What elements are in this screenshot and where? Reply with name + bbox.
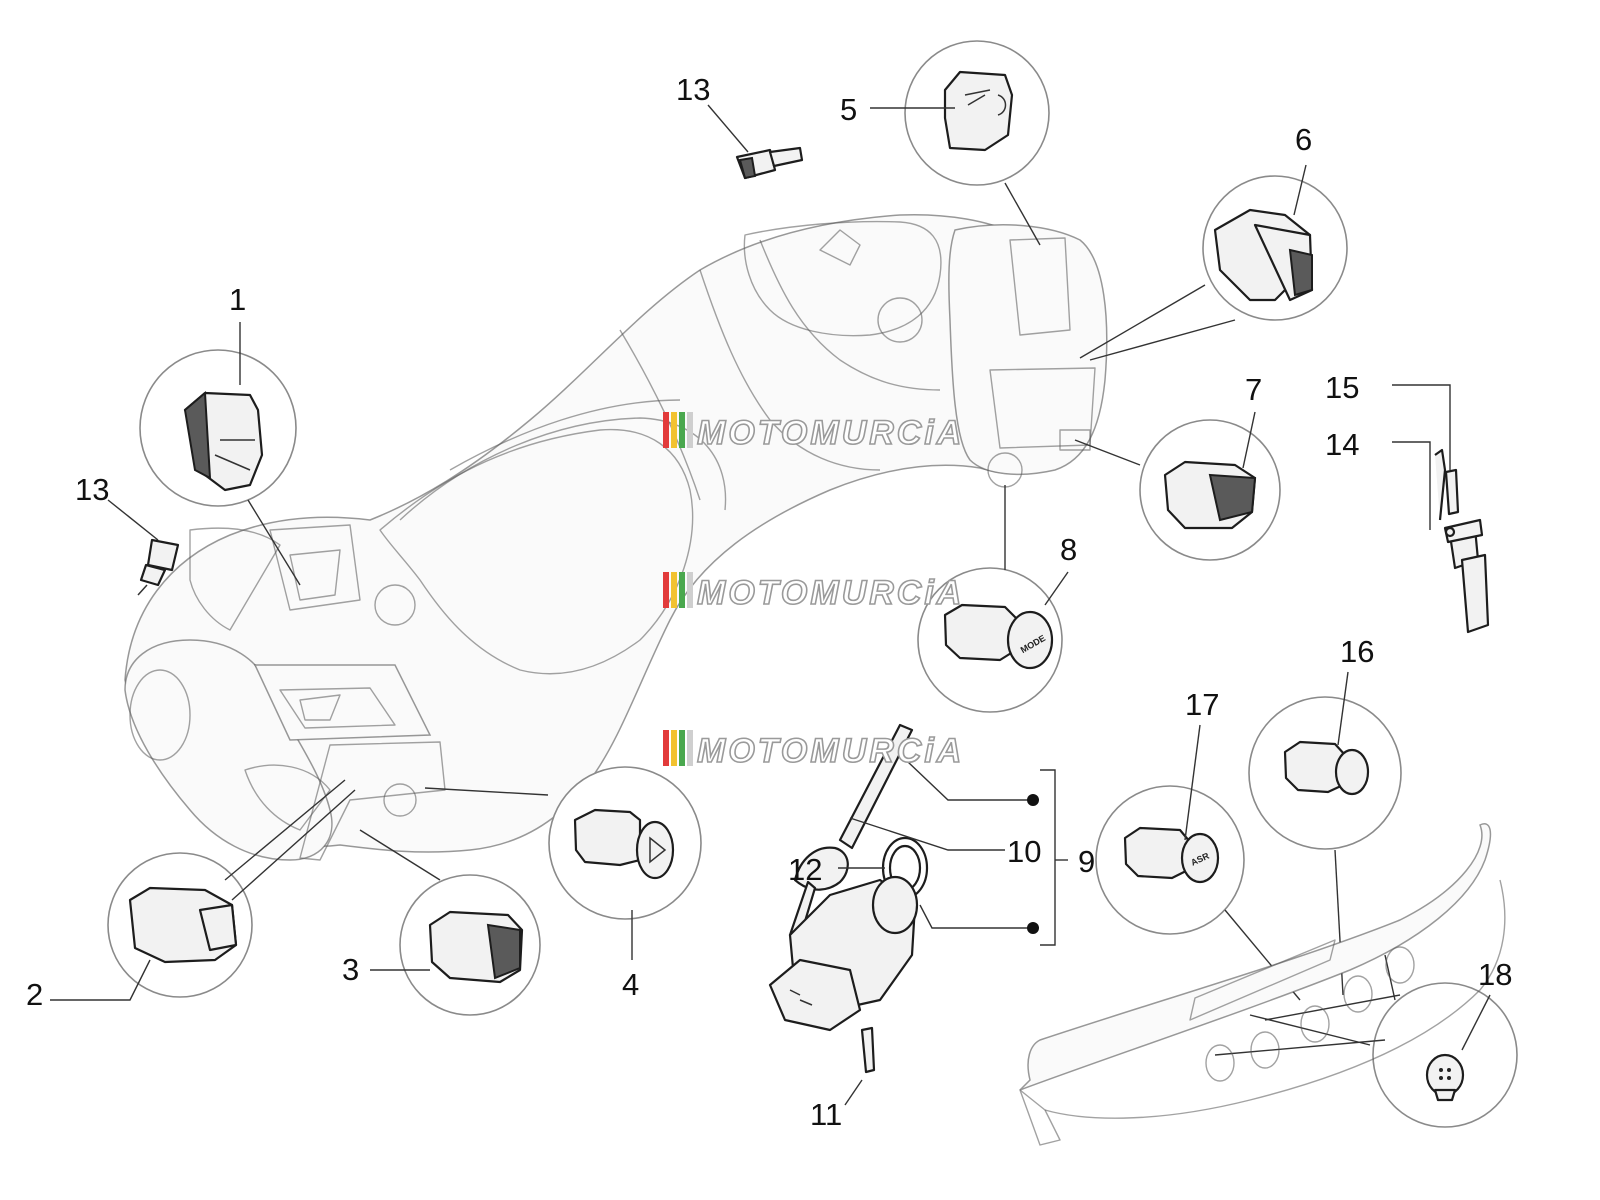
watermark-1: MOTOMURCiA — [663, 412, 964, 453]
detail-circle-2 — [107, 779, 356, 998]
detail-circle-6 — [1079, 175, 1348, 361]
ignition-lock-9 — [768, 723, 1068, 1106]
detail-circle-8: MODE — [917, 485, 1063, 713]
callout-labels: 1 2 3 4 5 6 7 8 9 10 11 12 13 13 14 15 1… — [26, 72, 1512, 1132]
watermark-stripe-green — [679, 412, 685, 448]
watermark-stripe-yellow — [671, 730, 677, 766]
callout-4: 4 — [622, 967, 639, 1002]
callout-9: 9 — [1078, 844, 1095, 879]
callout-15: 15 — [1325, 370, 1359, 405]
callout-12: 12 — [788, 852, 822, 887]
callout-11: 11 — [810, 1097, 842, 1132]
watermark-stripe-green — [679, 572, 685, 608]
callout-13b: 13 — [75, 472, 109, 507]
watermark-stripe-red — [663, 730, 669, 766]
detail-circle-4 — [424, 766, 702, 920]
watermark-stripe-grey — [687, 412, 693, 448]
watermark-3: MOTOMURCiA — [663, 730, 964, 771]
callout-10: 10 — [1007, 834, 1041, 869]
callout-7: 7 — [1245, 372, 1262, 407]
bulb-13-top — [707, 104, 804, 180]
callout-16: 16 — [1340, 634, 1374, 669]
watermark-text: MOTOMURCiA — [697, 414, 964, 452]
watermark-text: MOTOMURCiA — [697, 574, 964, 612]
watermark-text: MOTOMURCiA — [697, 732, 964, 770]
callout-5: 5 — [840, 92, 857, 127]
callout-6: 6 — [1295, 122, 1312, 157]
detail-circle-18 — [1214, 954, 1518, 1128]
detail-circle-3 — [359, 829, 541, 1016]
callout-2: 2 — [26, 977, 43, 1012]
callout-17: 17 — [1185, 687, 1219, 722]
detail-circle-1 — [139, 349, 301, 586]
watermark-stripe-green — [679, 730, 685, 766]
callout-13a: 13 — [676, 72, 710, 107]
callout-8: 8 — [1060, 532, 1077, 567]
leader-lines — [50, 107, 1491, 1051]
bulb-13-left — [107, 499, 180, 596]
watermark-stripe-yellow — [671, 572, 677, 608]
handlebar-cover-ghost — [124, 213, 1108, 861]
callout-1: 1 — [229, 282, 246, 317]
callout-3: 3 — [342, 952, 359, 987]
watermark-2: MOTOMURCiA — [663, 572, 964, 613]
lower-panel — [1019, 823, 1506, 1146]
watermark-stripe-grey — [687, 730, 693, 766]
watermark-stripe-red — [663, 572, 669, 608]
detail-circle-5 — [904, 40, 1050, 246]
callout-18: 18 — [1478, 957, 1512, 992]
watermark-stripe-grey — [687, 572, 693, 608]
detail-circle-7 — [1074, 419, 1281, 561]
switch-14-15 — [1392, 384, 1490, 634]
watermark-stripe-red — [663, 412, 669, 448]
watermark-stripe-yellow — [671, 412, 677, 448]
detail-circle-16 — [1248, 696, 1402, 996]
callout-14: 14 — [1325, 427, 1359, 462]
